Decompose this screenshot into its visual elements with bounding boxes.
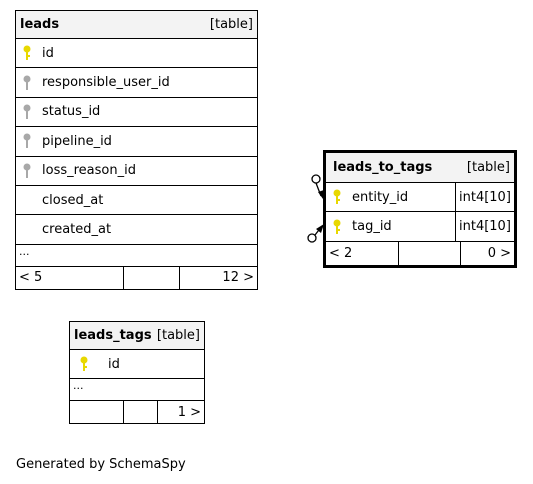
children-count[interactable]: 0 > [487,245,511,261]
column-name: pipeline_id [42,133,112,149]
generated-by-text: Generated by SchemaSpy [16,457,186,472]
table-kind-label: [table] [156,328,200,343]
table-leads[interactable]: leads [table] id responsible_user_id sta… [15,10,258,290]
column-row[interactable]: closed_at [16,186,257,216]
table-name: leads_to_tags [333,160,433,175]
foreign-key-icon [16,163,38,179]
column-name: created_at [42,222,112,238]
table-leads-tags[interactable]: leads_tags [table] id ... 1 > [69,321,205,425]
primary-key-icon [70,356,98,372]
column-name: loss_reason_id [42,163,136,179]
column-name: id [108,356,120,372]
column-name: status_id [42,104,101,120]
foreign-key-icon [16,75,38,91]
table-footer: 1 > [70,401,204,424]
table-footer: < 5 12 > [16,266,257,289]
parents-count[interactable]: < 2 [326,241,399,265]
table-leads-to-tags[interactable]: leads_to_tags [table] entity_id int4[10]… [323,150,517,268]
table-footer: < 2 0 > [326,241,514,265]
children-count[interactable]: 1 > [177,404,201,420]
more-columns-ellipsis: ... [70,379,204,402]
more-columns-ellipsis: ... [16,245,257,267]
column-name: id [42,45,54,61]
column-name: closed_at [42,192,104,208]
table-kind-label: [table] [209,17,253,32]
column-type: int4[10] [455,212,514,241]
primary-key-icon [326,219,348,235]
parents-count[interactable]: < 5 [16,266,124,289]
relationship-entity-id [311,174,324,199]
children-count[interactable]: 12 > [222,270,254,286]
foreign-key-icon [16,104,38,120]
table-name: leads [20,17,60,32]
column-row[interactable]: status_id [16,98,257,128]
column-type: int4[10] [455,183,514,212]
column-row[interactable]: tag_id int4[10] [326,212,514,242]
column-row[interactable]: id [70,350,204,380]
column-name: responsible_user_id [42,75,170,91]
foreign-key-icon [16,133,38,149]
column-row[interactable]: pipeline_id [16,127,257,157]
column-row[interactable]: responsible_user_id [16,68,257,98]
table-kind-label: [table] [466,160,510,175]
primary-key-icon [326,189,348,205]
column-row[interactable]: entity_id int4[10] [326,183,514,213]
table-header: leads [table] [16,11,257,39]
table-name: leads_tags [74,328,152,343]
column-row[interactable]: loss_reason_id [16,157,257,186]
table-header: leads_to_tags [table] [326,153,514,183]
column-name: entity_id [352,189,409,205]
column-row[interactable]: created_at [16,215,257,245]
primary-key-icon [16,45,38,61]
table-header: leads_tags [table] [70,322,204,350]
column-row[interactable]: id [16,39,257,69]
relationship-tag-id [307,224,324,243]
column-name: tag_id [352,219,392,235]
